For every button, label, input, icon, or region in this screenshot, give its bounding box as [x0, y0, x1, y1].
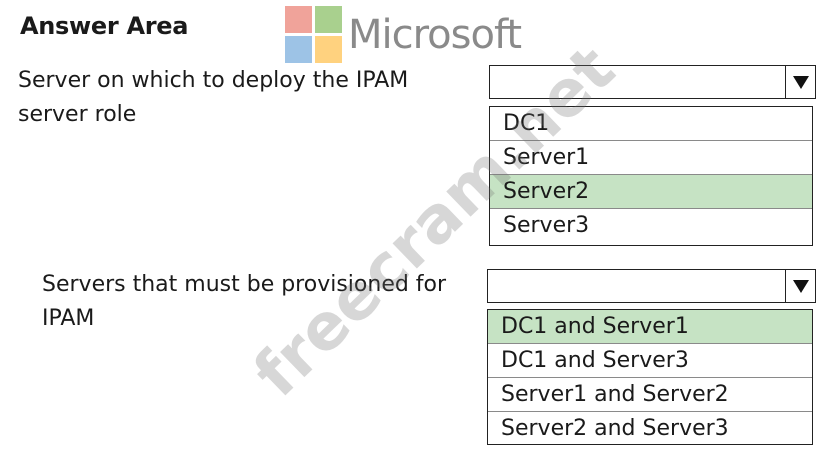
- question-1-option-server1[interactable]: Server1: [490, 141, 812, 175]
- question-2-option-dc1-server3[interactable]: DC1 and Server3: [488, 344, 812, 378]
- question-1-prompt: Server on which to deploy the IPAM serve…: [18, 64, 468, 132]
- question-1-option-server3[interactable]: Server3: [503, 213, 590, 238]
- question-2-prompt-line2: IPAM: [42, 306, 95, 331]
- question-2-option-server2-server3[interactable]: Server2 and Server3: [501, 416, 729, 441]
- question-1-dropdown[interactable]: [489, 65, 816, 99]
- question-1-dropdown-toggle[interactable]: [785, 66, 815, 98]
- question-1-prompt-line1: Server on which to deploy the IPAM: [18, 68, 409, 93]
- question-2-prompt-line1: Servers that must be provisioned for: [42, 272, 447, 297]
- question-2-option-server1-server2[interactable]: Server1 and Server2: [488, 378, 812, 412]
- triangle-down-icon: [792, 279, 809, 293]
- microsoft-logo-text: Microsoft: [348, 11, 522, 58]
- question-1-option-dc1[interactable]: DC1: [490, 107, 812, 141]
- question-2-dropdown[interactable]: [487, 269, 816, 303]
- question-1-prompt-line2: server role: [18, 102, 137, 127]
- microsoft-logo: Microsoft: [285, 6, 522, 63]
- question-1-options-list: DC1 Server1 Server2 Server3: [489, 106, 813, 246]
- question-1-option-server2[interactable]: Server2: [490, 175, 812, 209]
- triangle-down-icon: [792, 75, 809, 89]
- question-2-option-dc1-server1[interactable]: DC1 and Server1: [488, 310, 812, 344]
- answer-area-heading: Answer Area: [20, 12, 189, 40]
- microsoft-logo-icon: [285, 6, 342, 63]
- question-2-options-list: DC1 and Server1 DC1 and Server3 Server1 …: [487, 309, 813, 445]
- question-2-dropdown-toggle[interactable]: [785, 270, 815, 302]
- question-2-prompt: Servers that must be provisioned for IPA…: [42, 268, 482, 336]
